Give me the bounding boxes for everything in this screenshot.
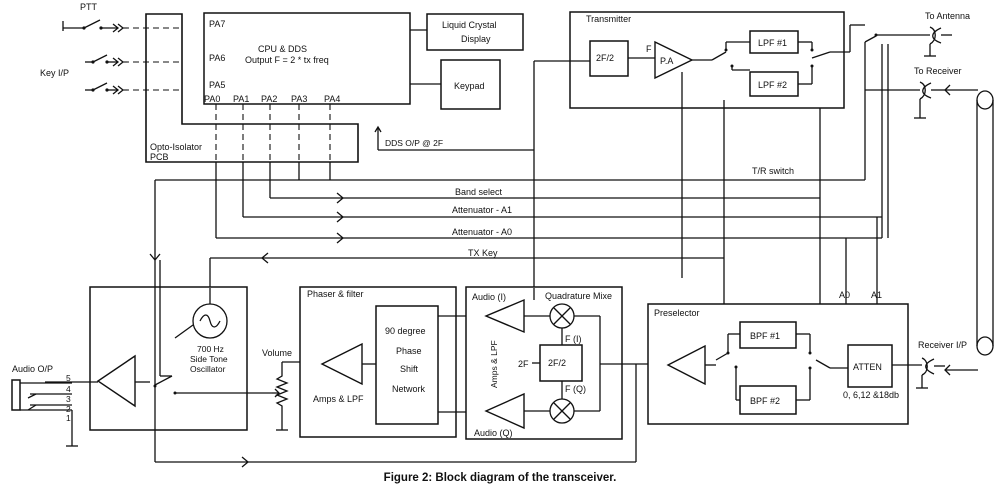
pa1-label: PA1 — [233, 94, 249, 104]
audio-jack: Audio O/P 5 4 3 2 1 — [11, 364, 78, 447]
cpu-title: CPU & DDS — [258, 44, 307, 54]
atten-a1-label: Attenuator - A1 — [452, 205, 512, 215]
opto-isolator-pcb: Opto-Isolator PCB — [145, 13, 359, 163]
jack-pin-3: 3 — [66, 394, 71, 404]
bpf1-label: BPF #1 — [750, 331, 780, 341]
ptt-switch: PTT — [62, 2, 182, 33]
antenna-connector: To Antenna — [900, 11, 970, 57]
tx-key-label: TX Key — [468, 248, 498, 258]
control-bus: T/R switch Band select Attenuator - A1 A… — [149, 61, 882, 345]
bottom-audio-line — [154, 260, 637, 468]
tr-switch-label: T/R switch — [752, 166, 794, 176]
audio-i-label: Audio (I) — [472, 292, 506, 302]
coax-cable — [944, 84, 994, 376]
audio-q-label: Audio (Q) — [474, 428, 513, 438]
osc-freq-label: 700 Hz — [197, 344, 224, 354]
lcd-line1: Liquid Crystal — [442, 20, 497, 30]
quadrature-mixer-block: Audio (I) Quadrature Mixe Audio (Q) Amps… — [465, 286, 648, 440]
phaser-filter-block: Phaser & filter Amps & LPF 90 degree Pha… — [299, 286, 484, 438]
tx-f-label: F — [646, 44, 652, 54]
pa3-label: PA3 — [291, 94, 307, 104]
keypad-label: Keypad — [454, 81, 485, 91]
pa2-label: PA2 — [261, 94, 277, 104]
receiver-ip-label: Receiver I/P — [918, 340, 967, 350]
key-ip-label: Key I/P — [40, 68, 69, 78]
audio-amp-section: 700 Hz Side Tone Oscillator — [45, 260, 272, 431]
a0-label: A0 — [839, 290, 850, 300]
key-input: Key I/P — [40, 54, 182, 95]
ps-line3: Shift — [400, 364, 419, 374]
keypad-block: Keypad — [410, 59, 501, 110]
jack-pin-5: 5 — [66, 373, 71, 383]
f-q-label: F (Q) — [565, 384, 586, 394]
mixer-divider-label: 2F/2 — [548, 358, 566, 368]
ps-line2: Phase — [396, 346, 422, 356]
jack-pin-1: 1 — [66, 413, 71, 423]
cpu-dds-block: PA7 PA6 PA5 CPU & DDS Output F = 2 * tx … — [203, 12, 411, 105]
phaser-filter-label: Phaser & filter — [307, 289, 364, 299]
opto-pcb-label: PCB — [150, 152, 169, 162]
pa5-label: PA5 — [209, 80, 225, 90]
to-antenna-label: To Antenna — [925, 11, 970, 21]
jack-pin-2: 2 — [66, 404, 71, 414]
lcd-block: Liquid Crystal Display — [410, 13, 524, 51]
audio-op-label: Audio O/P — [12, 364, 53, 374]
dds-output: DDS O/P @ 2F — [374, 125, 534, 151]
volume-control: Volume — [262, 348, 300, 431]
ptt-label: PTT — [80, 2, 98, 12]
atten-a0-label: Attenuator - A0 — [452, 227, 512, 237]
two-f-label: 2F — [518, 359, 529, 369]
quad-mixer-label: Quadrature Mixe — [545, 291, 612, 301]
cpu-subtitle: Output F = 2 * tx freq — [245, 55, 329, 65]
lpf2-label: LPF #2 — [758, 80, 787, 90]
tr-relay — [850, 24, 900, 238]
transmitter-label: Transmitter — [586, 14, 631, 24]
transmitter-block: Transmitter 2F/2 F P.A LPF #1 LPF #2 — [534, 11, 851, 109]
preselector-label: Preselector — [654, 308, 700, 318]
pa-label: P.A — [660, 56, 673, 66]
amps-lpf-vertical: Amps & LPF — [489, 340, 499, 388]
receiver-input-connector: Receiver I/P — [916, 340, 967, 389]
tx-divider-label: 2F/2 — [596, 53, 614, 63]
band-select-label: Band select — [455, 187, 503, 197]
pa0-label: PA0 — [204, 94, 220, 104]
bpf2-label: BPF #2 — [750, 396, 780, 406]
volume-label: Volume — [262, 348, 292, 358]
lpf1-label: LPF #1 — [758, 38, 787, 48]
lcd-line2: Display — [461, 34, 491, 44]
dds-out-label: DDS O/P @ 2F — [385, 138, 443, 148]
jack-pin-4: 4 — [66, 384, 71, 394]
f-i-label: F (I) — [565, 334, 582, 344]
pa4-label: PA4 — [324, 94, 340, 104]
pa6-label: PA6 — [209, 53, 225, 63]
atten-label: ATTEN — [853, 362, 882, 372]
preselector-block: Preselector BPF #1 BPF #2 ATTEN 0, 6,12 … — [647, 290, 922, 425]
ps-line1: 90 degree — [385, 326, 426, 336]
amps-lpf-label: Amps & LPF — [313, 394, 364, 404]
atten-values-label: 0, 6,12 &18db — [843, 390, 899, 400]
to-receiver-label: To Receiver — [914, 66, 962, 76]
opto-label: Opto-Isolator — [150, 142, 202, 152]
osc-sidetone-label: Side Tone — [190, 354, 228, 364]
ps-line4: Network — [392, 384, 426, 394]
a1-label: A1 — [871, 290, 882, 300]
figure-caption: Figure 2: Block diagram of the transceiv… — [384, 472, 617, 484]
osc-label: Oscillator — [190, 364, 226, 374]
pa7-label: PA7 — [209, 19, 225, 29]
receiver-connector: To Receiver — [900, 66, 962, 119]
